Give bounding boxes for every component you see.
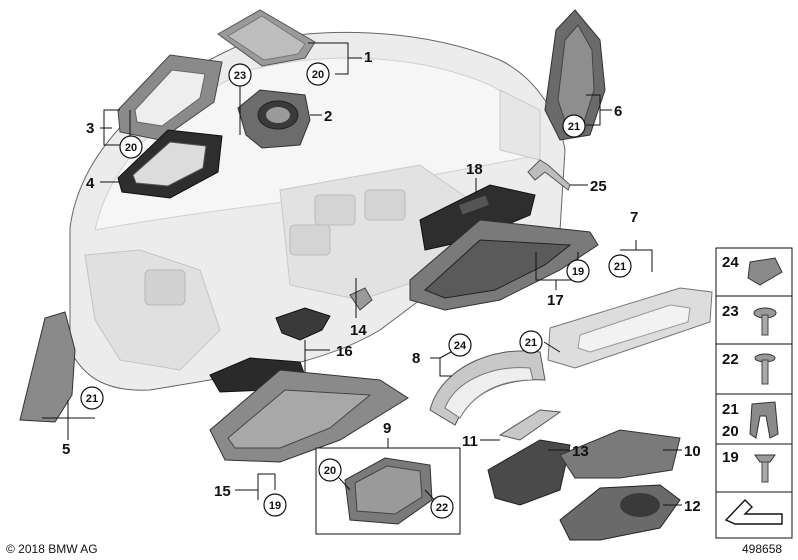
callout-labels: 1 2 3 4 5 6 7 8 9 10 11 12 13 14 15 16 1… [62, 49, 701, 515]
clip-21-20-icon [749, 401, 779, 439]
screw-22-icon [754, 353, 776, 385]
circle-21-b-text: 21 [614, 261, 626, 273]
callout-10: 10 [684, 443, 701, 460]
circled-callouts: 20 23 20 21 21 21 19 21 24 19 20 22 [80, 62, 632, 519]
part-1-instrument-cover [217, 9, 316, 67]
circle-20-a-text: 20 [312, 69, 324, 81]
part-2-sensor-cover [237, 89, 311, 149]
blank-placeholder-icon [724, 498, 783, 525]
circle-21-d-text: 21 [86, 393, 98, 405]
callout-9: 9 [383, 420, 391, 437]
fastener-box-19 [715, 443, 793, 493]
fastener-panel: 24 23 22 21 20 19 [715, 247, 793, 539]
callout-17: 17 [547, 292, 564, 309]
circle-21-b [608, 254, 632, 278]
part-7-trim-strip [547, 287, 713, 369]
circle-19-a-text: 19 [572, 266, 584, 278]
callout-12: 12 [684, 498, 701, 515]
circle-19-b-text: 19 [269, 500, 281, 512]
callout-6: 6 [614, 103, 622, 120]
part-10-column-trim [559, 429, 681, 479]
callout-5: 5 [62, 441, 70, 458]
circle-20-c [318, 458, 342, 482]
fastener-box-22 [715, 343, 793, 395]
fastener-label-24: 24 [722, 254, 739, 271]
part-15-lower-carrier [209, 369, 409, 463]
fastener-label-22: 22 [722, 351, 739, 368]
part-9-glovebox [344, 457, 433, 525]
circle-24 [448, 333, 472, 357]
rivet-19-icon [754, 454, 776, 483]
circle-21-c [519, 330, 543, 354]
callout-14: 14 [350, 322, 367, 339]
callout-1: 1 [364, 49, 372, 66]
screw-23-icon [753, 307, 777, 336]
part-16-gasket-upper [275, 307, 331, 341]
circle-24-text: 24 [454, 340, 467, 352]
part-12-column-lower [559, 484, 681, 541]
callout-18: 18 [466, 161, 483, 178]
circle-20-c-text: 20 [324, 465, 336, 477]
circle-20-b [119, 135, 143, 159]
circle-22 [430, 495, 454, 519]
fastener-box-23 [715, 295, 793, 345]
callout-16: 16 [336, 343, 353, 360]
circle-21-d [80, 386, 104, 410]
clip-24-icon [747, 257, 783, 286]
fastener-label-23: 23 [722, 303, 739, 320]
callout-7: 7 [630, 209, 638, 226]
circle-19-b [263, 493, 287, 517]
part-18-insulation [419, 184, 536, 251]
fastener-label-19: 19 [722, 449, 739, 466]
fastener-label-21: 21 [722, 401, 739, 418]
circle-21-a [562, 114, 586, 138]
callout-3: 3 [86, 120, 94, 137]
callout-13: 13 [572, 443, 589, 460]
part-8-cluster-trim [429, 350, 546, 426]
part-3-frame [117, 54, 223, 141]
circle-20-a [306, 62, 330, 86]
part-11-strip [498, 409, 562, 441]
callout-4: 4 [86, 175, 95, 192]
dashboard-carrier [69, 31, 566, 391]
circle-23 [228, 63, 252, 87]
circle-23-text: 23 [234, 70, 246, 82]
circle-21-a-text: 21 [568, 121, 580, 133]
part-17-carrier [409, 219, 599, 311]
circle-20-b-text: 20 [125, 142, 137, 154]
callout-2: 2 [324, 108, 332, 125]
copyright-text: © 2018 BMW AG [6, 542, 98, 556]
circle-22-text: 22 [436, 502, 448, 514]
callout-25: 25 [590, 178, 607, 195]
circle-19-a [566, 259, 590, 283]
callout-8: 8 [412, 350, 420, 367]
circle-21-c-text: 21 [525, 337, 537, 349]
callout-11: 11 [462, 433, 478, 450]
part-5-side-trim [19, 311, 76, 423]
part-25-bracket [527, 159, 571, 191]
fastener-label-20: 20 [722, 423, 739, 440]
part-13-lower-panel [487, 439, 571, 506]
part-6-side-trim [544, 9, 606, 141]
callout-15: 15 [214, 483, 231, 500]
leader-lines [42, 42, 682, 507]
diagram-number: 498658 [742, 542, 782, 556]
part-4-frame [117, 129, 223, 199]
